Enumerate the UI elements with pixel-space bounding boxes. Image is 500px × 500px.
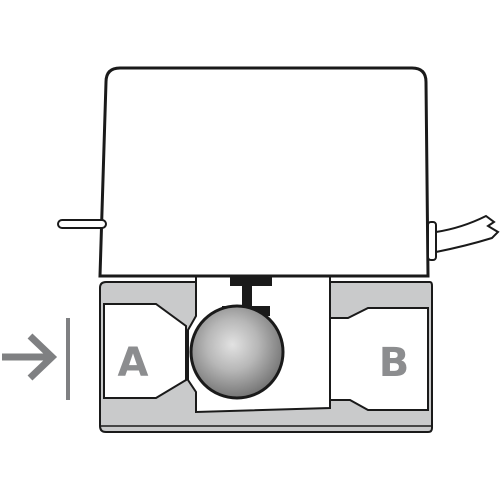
port-label-inlet: A xyxy=(118,340,149,386)
actuator-housing xyxy=(98,66,430,278)
ball-icon xyxy=(189,304,285,400)
inlet-bore xyxy=(103,303,187,399)
arrow-right-icon xyxy=(2,333,58,381)
port-label-outlet: B xyxy=(379,340,410,386)
manual-lever-pin xyxy=(57,219,107,229)
power-cable xyxy=(427,214,500,261)
